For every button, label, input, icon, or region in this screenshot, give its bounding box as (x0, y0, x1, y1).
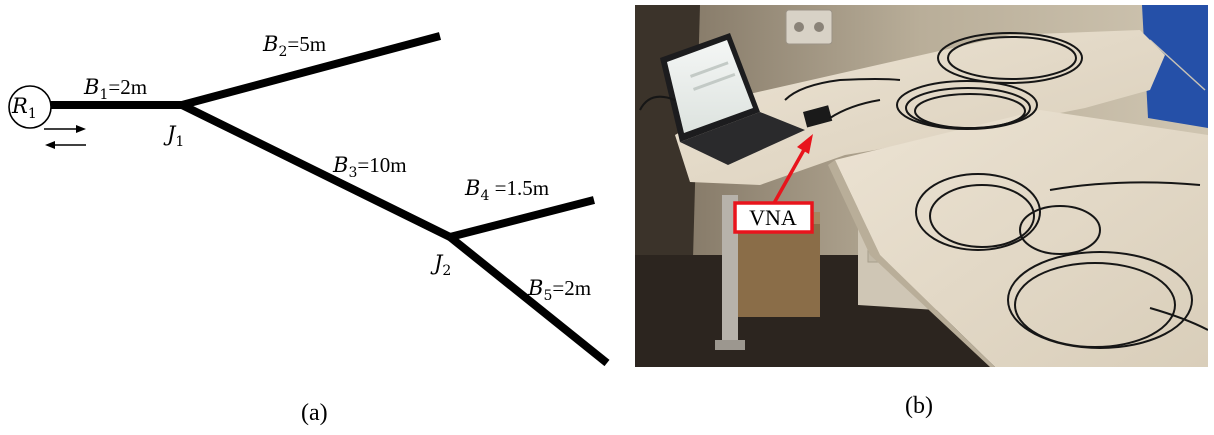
topology-diagram: R1 B1=2m B2=5m B3=10m B4 =1.5m B5=2m J1 (8, 32, 610, 426)
junction-j1-label: J1 (163, 122, 184, 150)
lab-photo: VNA (b) (635, 5, 1208, 419)
branch-b4-label: B4 =1.5m (464, 176, 549, 204)
branch-b5-label: B5=2m (527, 276, 591, 304)
branch-b1-label: B1=2m (83, 75, 147, 103)
signal-direction-arrows (44, 125, 86, 149)
branch-b5-line (447, 233, 610, 367)
branch-b2-line (180, 32, 442, 109)
vna-callout-box (733, 201, 814, 234)
branch-b3-line (180, 101, 452, 241)
root-node-circle (8, 85, 52, 129)
panel-b-caption: (b) (905, 393, 933, 419)
panel-a-caption: (a) (301, 400, 328, 426)
junction-j2-label: J2 (430, 251, 451, 279)
branch-b4-line (449, 196, 595, 241)
vna-callout-label: VNA (749, 205, 797, 230)
branch-b3-label: B3=10m (332, 153, 407, 181)
root-node-label: R1 (11, 94, 37, 122)
branch-b2-label: B2=5m (262, 32, 326, 60)
